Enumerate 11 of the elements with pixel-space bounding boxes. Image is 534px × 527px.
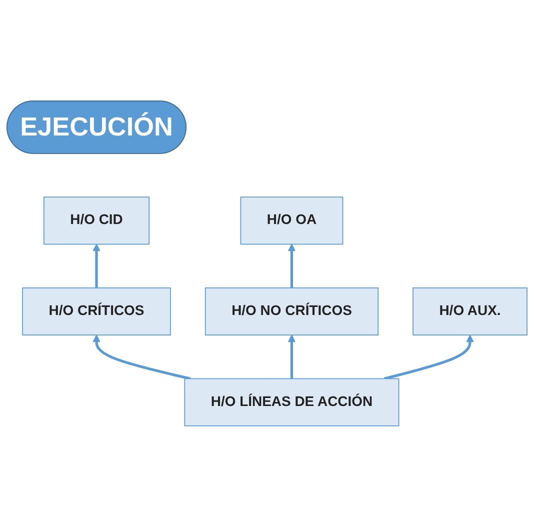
node-box: H/O CRÍTICOS xyxy=(22,288,171,336)
node-box: H/O AUX. xyxy=(412,288,528,336)
node-box: H/O OA xyxy=(240,196,344,245)
node-box: H/O LÍNEAS DE ACCIÓN xyxy=(184,378,400,426)
arrow xyxy=(288,244,296,288)
arrow xyxy=(92,334,191,380)
arrow xyxy=(288,334,296,379)
arrow xyxy=(384,334,474,380)
arrow xyxy=(92,244,100,288)
node-box: H/O CID xyxy=(43,196,150,245)
node-box: H/O NO CRÍTICOS xyxy=(204,288,379,336)
